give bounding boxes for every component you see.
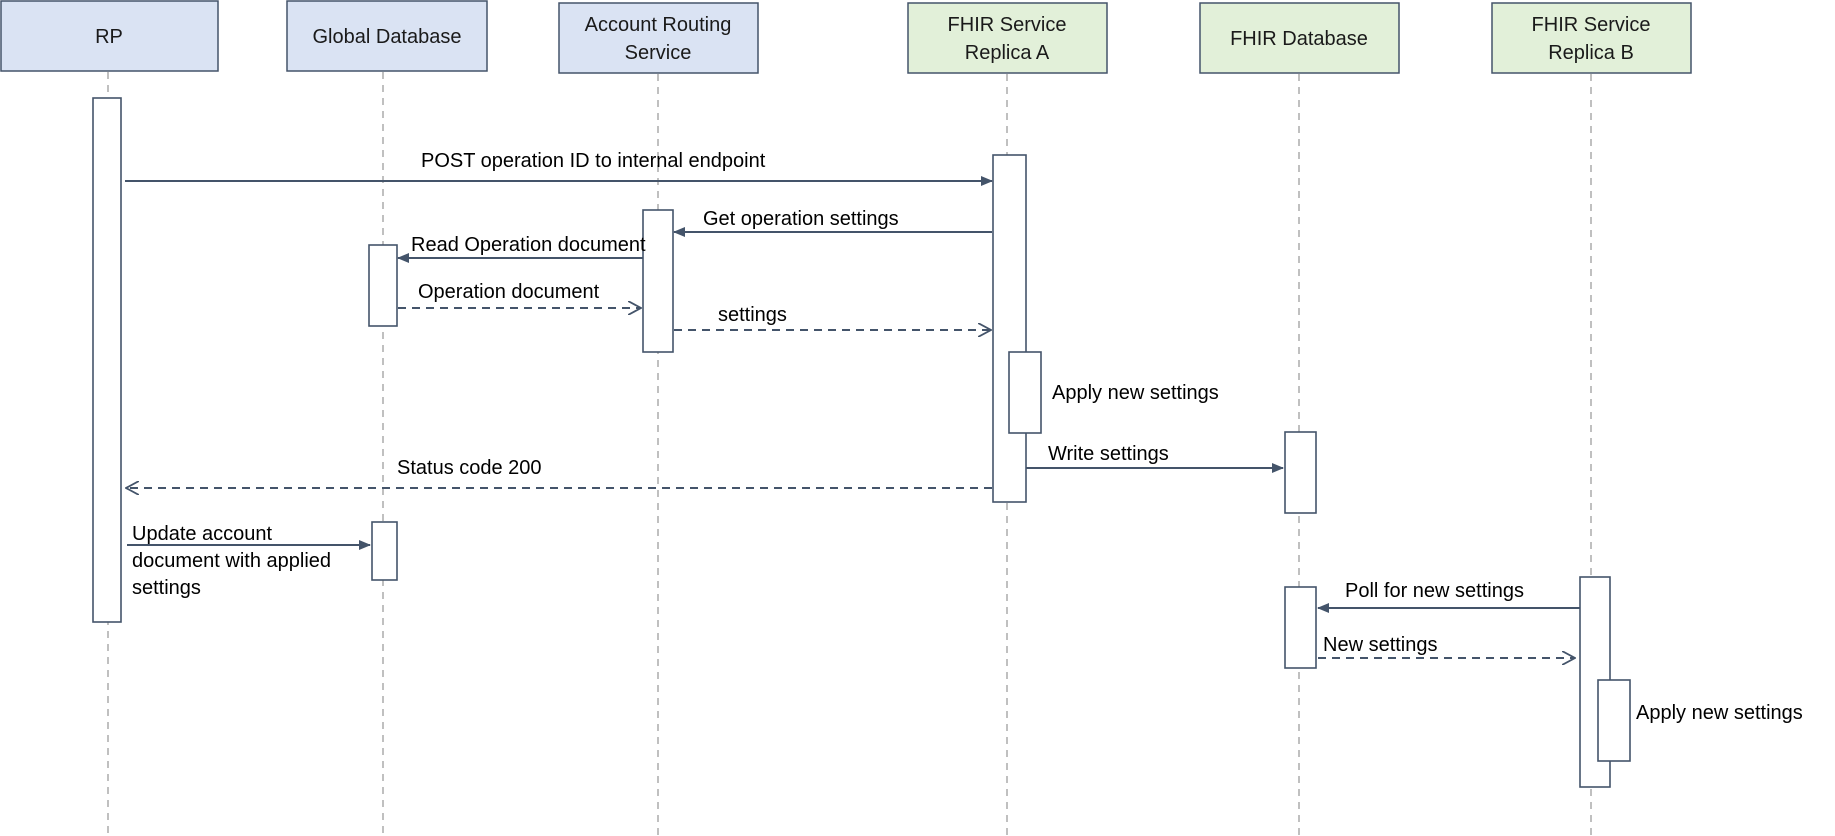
activation-bar-fhir-service-replica-a-self <box>1008 351 1042 434</box>
message-read-operation-document: Read Operation document <box>397 234 646 263</box>
message-update-account-document: Update account document with applied set… <box>127 523 371 599</box>
message-settings: settings <box>674 304 991 330</box>
participant-account-routing-service: Account Routing Service <box>558 2 759 74</box>
participant-box <box>1199 2 1400 74</box>
participant-label-line-2: Replica A <box>965 42 1050 64</box>
participant-label-line-1: FHIR Service <box>948 14 1067 36</box>
messages: POST operation ID to internal endpoint G… <box>125 150 1803 724</box>
activation-bar-global-database-read <box>368 244 398 327</box>
message-label-line-2: document with applied <box>132 550 331 572</box>
participant-fhir-service-replica-a: FHIR Service Replica A <box>907 2 1108 74</box>
message-label-line-1: Update account <box>132 523 273 545</box>
message-label: Status code 200 <box>397 457 542 479</box>
participants: RP Global Database Account Routing Servi… <box>0 0 1692 74</box>
message-label-line-3: settings <box>132 577 201 599</box>
lifelines <box>107 72 1592 836</box>
message-label: Apply new settings <box>1636 702 1803 724</box>
activation-bar-fhir-database-write <box>1284 431 1317 514</box>
message-operation-document: Operation document <box>398 281 641 308</box>
message-poll-for-new-settings: Poll for new settings <box>1317 580 1580 613</box>
message-new-settings: New settings <box>1318 634 1575 658</box>
message-label: New settings <box>1323 634 1438 656</box>
participant-box <box>0 0 219 72</box>
message-label: Read Operation document <box>411 234 646 256</box>
message-label: Poll for new settings <box>1345 580 1524 602</box>
activation-bar-rp <box>92 97 122 623</box>
message-label: Apply new settings <box>1052 382 1219 404</box>
activation-bar-account-routing-service <box>642 209 674 353</box>
activation-bars <box>92 97 1631 788</box>
message-label: Write settings <box>1048 443 1169 465</box>
participant-box <box>286 0 488 72</box>
participant-box <box>1491 2 1692 74</box>
message-post-operation-id: POST operation ID to internal endpoint <box>125 150 993 186</box>
activation-bar-global-database-update <box>371 521 398 581</box>
participant-box <box>558 2 759 74</box>
participant-label: RP <box>95 26 123 48</box>
message-apply-new-settings-a: Apply new settings <box>1052 382 1219 404</box>
participant-label-line-2: Replica B <box>1548 42 1634 64</box>
message-apply-new-settings-b: Apply new settings <box>1636 702 1803 724</box>
activation-bar-fhir-service-replica-a <box>992 154 1027 503</box>
message-label: Get operation settings <box>703 208 899 230</box>
participant-label: FHIR Database <box>1230 28 1368 50</box>
message-label: POST operation ID to internal endpoint <box>421 150 766 172</box>
participant-global-database: Global Database <box>286 0 488 72</box>
participant-box <box>907 2 1108 74</box>
activation-bar-fhir-database-poll <box>1284 586 1317 669</box>
participant-fhir-service-replica-b: FHIR Service Replica B <box>1491 2 1692 74</box>
activation-bar-fhir-service-replica-b-self <box>1597 679 1631 762</box>
participant-label: Global Database <box>313 26 462 48</box>
message-label: settings <box>718 304 787 326</box>
participant-fhir-database: FHIR Database <box>1199 2 1400 74</box>
participant-rp: RP <box>0 0 219 72</box>
message-write-settings: Write settings <box>1026 443 1284 473</box>
participant-label-line-2: Service <box>625 42 692 64</box>
participant-label-line-1: FHIR Service <box>1532 14 1651 36</box>
participant-label-line-1: Account Routing <box>585 14 732 36</box>
message-get-operation-settings: Get operation settings <box>673 208 992 237</box>
message-status-code-200: Status code 200 <box>126 457 992 488</box>
message-label: Operation document <box>418 281 600 303</box>
